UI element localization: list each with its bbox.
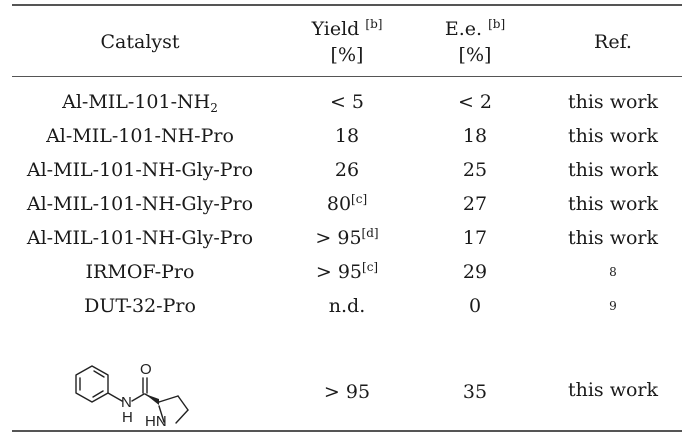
table-row-4-ee: 27 — [462, 193, 488, 215]
table-row-2-catalyst: Al-MIL-101-NH-Pro — [46, 125, 234, 147]
table-row-8-ref: this work — [567, 379, 659, 401]
atom-label-h: H — [122, 409, 133, 426]
table-row-5-ref: this work — [567, 227, 659, 249]
table-row-2-ee: 18 — [462, 125, 488, 147]
table-row-1-ref: this work — [567, 91, 659, 113]
header-yield-unit: [%] — [330, 44, 364, 66]
table-row-5-catalyst: Al-MIL-101-NH-Gly-Pro — [26, 227, 254, 249]
table-row-4-yield: 80[c] — [326, 192, 368, 215]
table-row-4-catalyst: Al-MIL-101-NH-Gly-Pro — [26, 193, 254, 215]
atom-label-o: O — [140, 361, 152, 378]
table-row-4-ref: this work — [567, 193, 659, 215]
atom-label-n: N — [121, 394, 132, 411]
table-header-rule — [12, 76, 682, 78]
table-row-1-yield: < 5 — [329, 91, 365, 113]
table-row-2-yield: 18 — [334, 125, 360, 147]
table-row-1-ee: < 2 — [457, 91, 493, 113]
table-row-8-ee: 35 — [462, 381, 488, 403]
table-row-6-catalyst: IRMOF-Pro — [85, 261, 195, 283]
table-row-3-ref: this work — [567, 159, 659, 181]
table-row-7-yield: n.d. — [328, 295, 366, 317]
table-row-6-ee: 29 — [462, 261, 488, 283]
table-row-7-catalyst: DUT-32-Pro — [84, 295, 196, 317]
table-top-rule — [12, 4, 682, 6]
table-row-2-ref: this work — [567, 125, 659, 147]
table-row-3-ee: 25 — [462, 159, 488, 181]
header-catalyst: Catalyst — [100, 31, 180, 53]
table-row-5-ee: 17 — [462, 227, 488, 249]
table-row-7-ref: 9 — [609, 299, 617, 313]
table-row-3-catalyst: Al-MIL-101-NH-Gly-Pro — [26, 159, 254, 181]
proline-anilide-structure: O N H HN — [75, 361, 189, 430]
table-row-1-catalyst: Al-MIL-101-NH2 — [62, 91, 218, 115]
table-row-6-yield: > 95[c] — [315, 260, 379, 283]
table-row-6-ref: 8 — [609, 265, 617, 279]
table-row-5-yield: > 95[d] — [315, 226, 379, 249]
header-ref: Ref. — [594, 31, 632, 53]
table-row-8-yield: > 95 — [323, 381, 371, 403]
table-row-3-yield: 26 — [334, 159, 360, 181]
header-yield: Yield [b] — [311, 17, 383, 40]
header-ee: E.e. [b] — [444, 17, 506, 40]
table-row-7-ee: 0 — [468, 295, 482, 317]
atom-label-hn: HN — [145, 413, 167, 430]
table-bottom-rule — [12, 430, 682, 432]
header-ee-unit: [%] — [458, 44, 492, 66]
